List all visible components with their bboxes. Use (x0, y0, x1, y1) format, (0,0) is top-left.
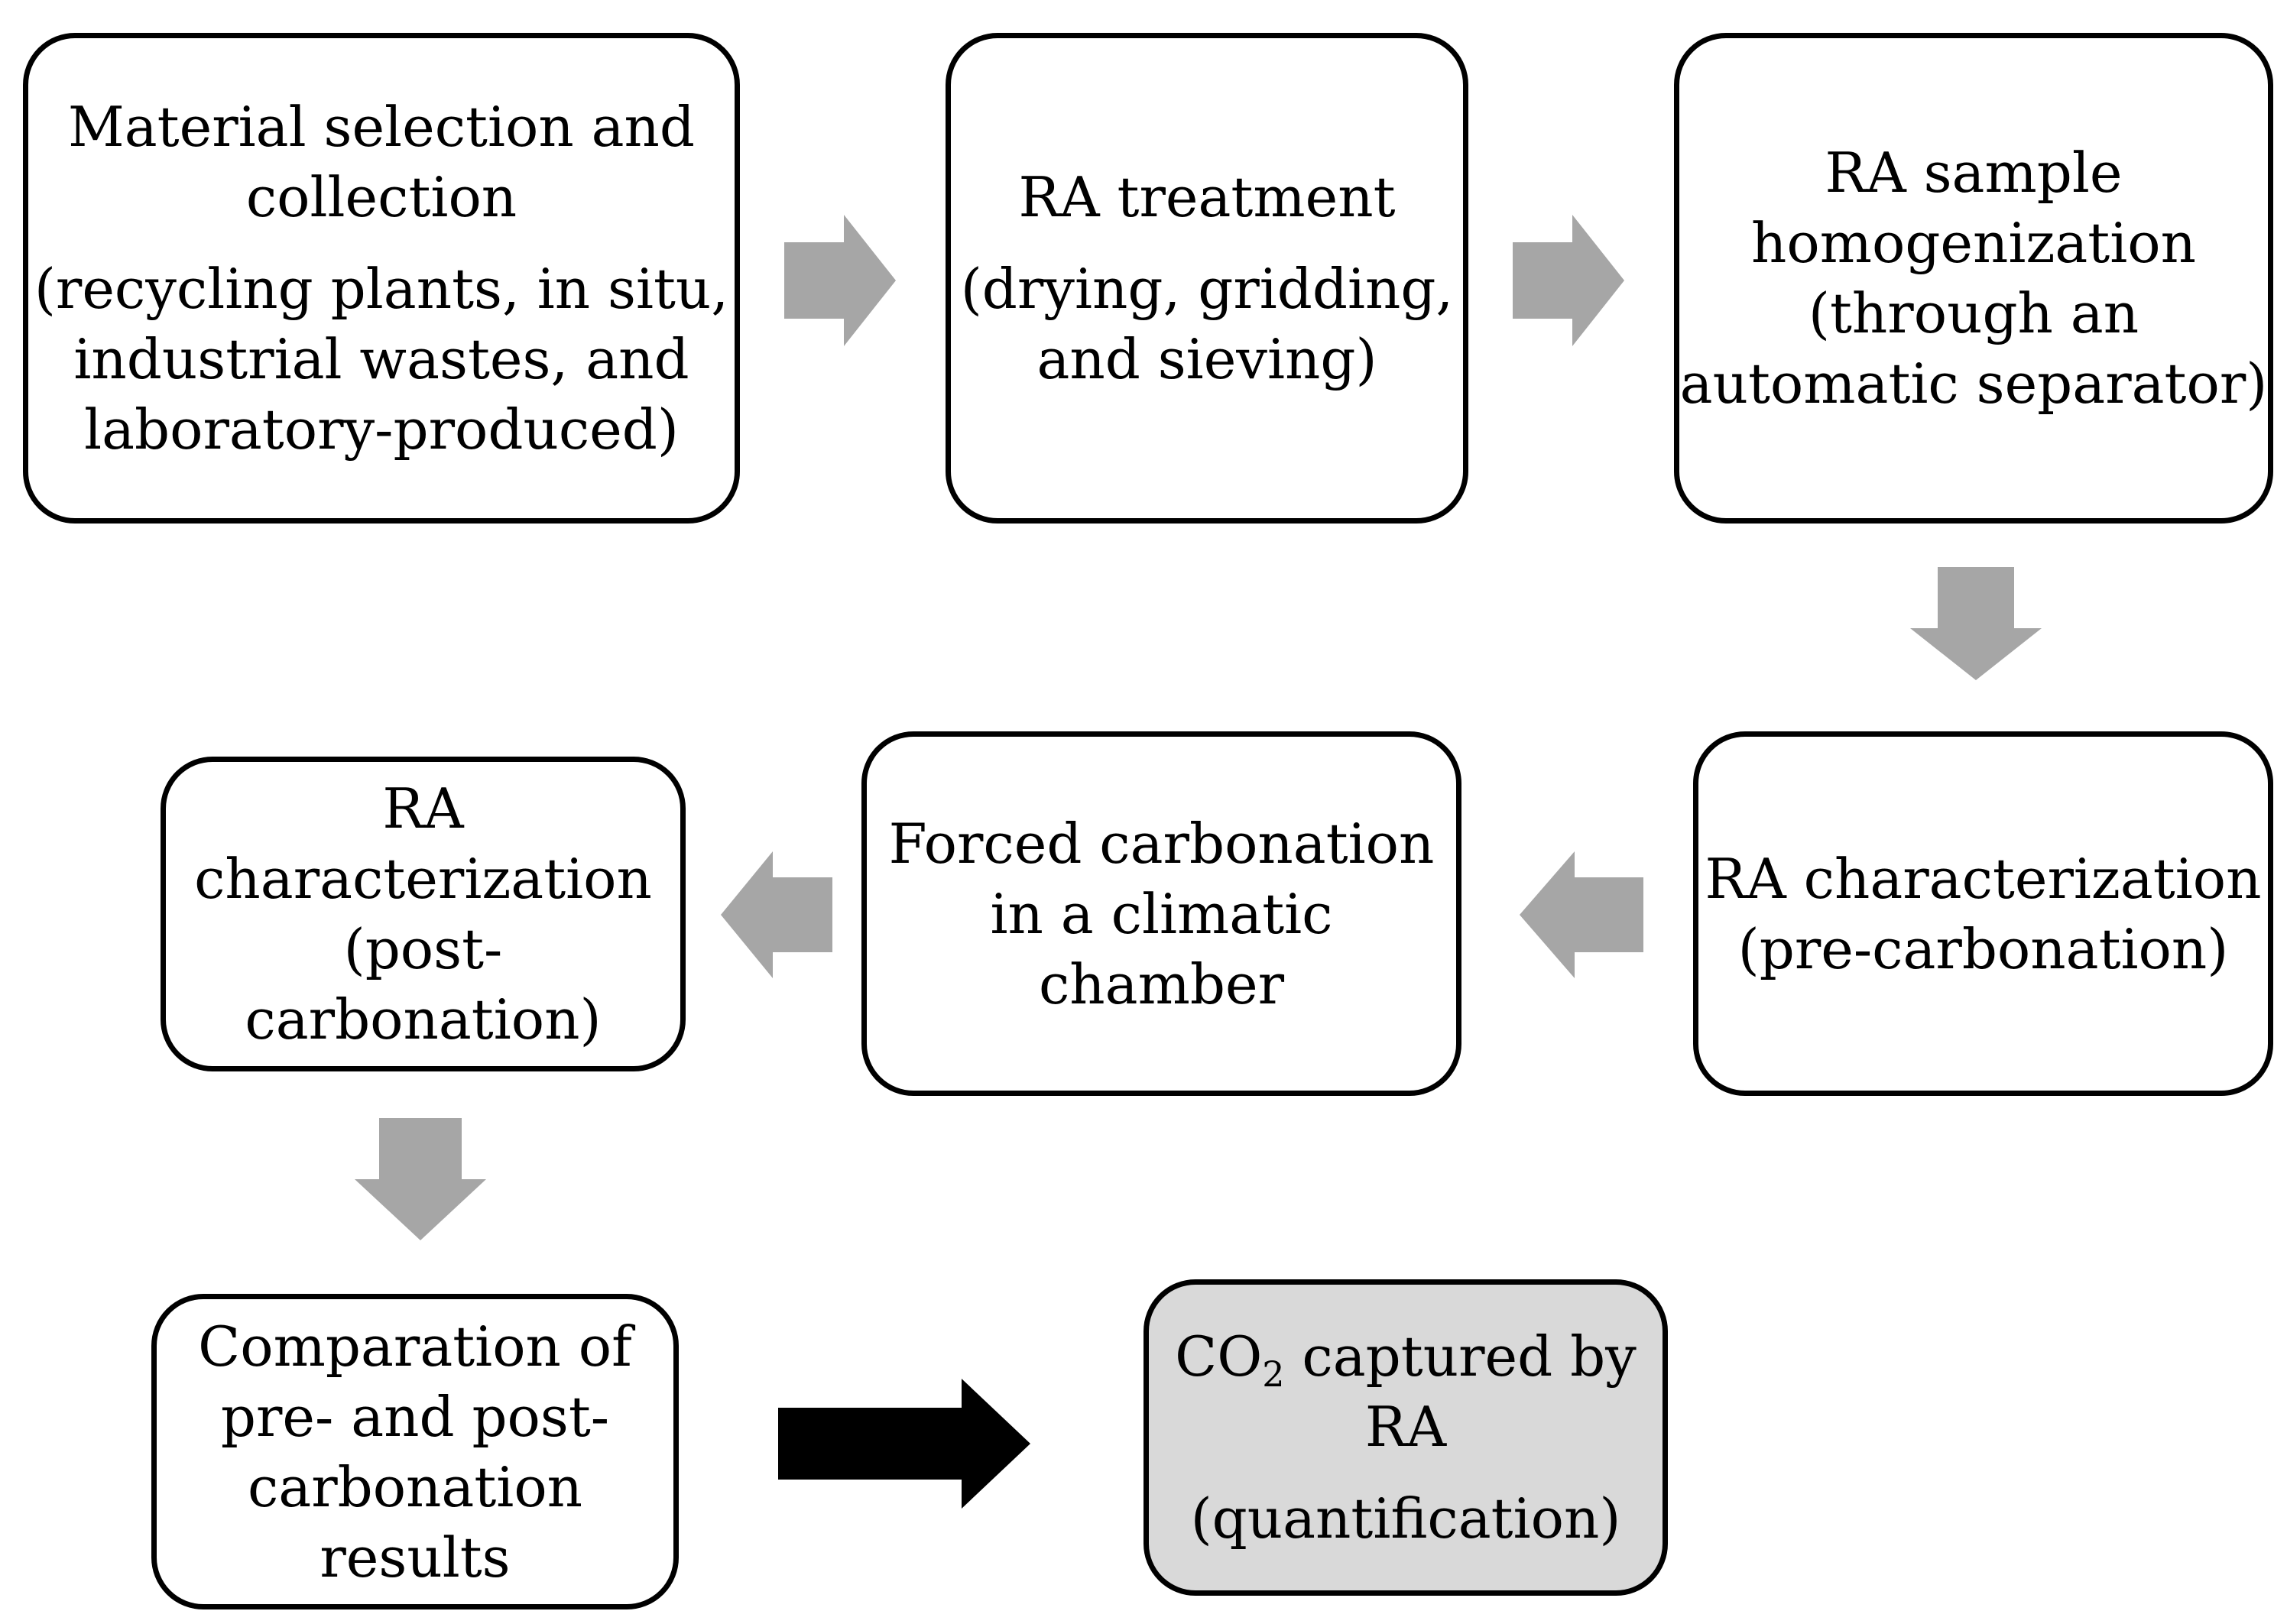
step-7-title-line-3: carbonation (247, 1454, 583, 1519)
step-pre-carbonation-characterization: RA characterization (pre-carbonation) (1693, 731, 2273, 1096)
step-1-detail-line-1: (recycling plants, in situ, (34, 257, 729, 321)
step-material-selection: Material selection and collection (recyc… (23, 33, 740, 524)
step-3-title-line-2: homogenization (1751, 211, 2196, 275)
arrow-step6-to-step7 (355, 1118, 486, 1240)
step-5-title-line-2: in a climatic (990, 881, 1333, 946)
step-5-title-line-1: Forced carbonation (888, 811, 1435, 876)
step-1-title-line-2: collection (245, 165, 517, 229)
step-6-title-line-1: RA (382, 776, 464, 841)
arrow-step1-to-step2 (784, 215, 896, 346)
step-3-detail-line-2: automatic separator) (1679, 352, 2268, 416)
result-title-line-2: RA (1364, 1395, 1447, 1459)
step-2-title-line-1: RA treatment (1018, 165, 1396, 229)
step-ra-treatment: RA treatment (drying, gridding, and siev… (946, 33, 1468, 524)
result-co2-captured: CO2 captured by RA (quantification) (1144, 1279, 1668, 1596)
step-3-detail-line-1: (through an (1808, 281, 2139, 345)
step-6-title-line-3: (post- (343, 917, 503, 981)
co2-label: CO (1175, 1324, 1263, 1389)
step-1-detail-line-3: laboratory-produced) (84, 397, 679, 462)
arrow-step5-to-step6 (721, 851, 832, 978)
arrow-step7-to-result (778, 1379, 1030, 1509)
step-4-detail-line-1: (pre-carbonation) (1737, 916, 2229, 981)
step-7-title-line-1: Comparation of (198, 1314, 632, 1379)
arrow-step2-to-step3 (1513, 215, 1624, 346)
step-post-carbonation-characterization: RA characterization (post- carbonation) (161, 757, 686, 1071)
step-6-title-line-2: characterization (194, 847, 652, 911)
result-detail: (quantification) (1190, 1486, 1621, 1551)
result-title-rest: captured by (1284, 1324, 1637, 1389)
step-7-title-line-4: results (320, 1525, 511, 1590)
step-4-title-line-1: RA characterization (1705, 846, 2262, 911)
step-3-title-line-1: RA sample (1825, 141, 2123, 205)
result-title-line-1: CO2 captured by (1175, 1321, 1637, 1392)
step-6-title-line-4: carbonation) (245, 987, 602, 1052)
step-2-detail-line-2: and sieving) (1036, 327, 1377, 391)
step-5-title-line-3: chamber (1038, 951, 1284, 1016)
step-2-detail-line-1: (drying, gridding, (960, 257, 1454, 321)
arrow-step3-to-step4 (1910, 567, 2042, 680)
step-forced-carbonation: Forced carbonation in a climatic chamber (861, 731, 1461, 1096)
step-1-detail-line-2: industrial wastes, and (73, 327, 689, 391)
co2-subscript: 2 (1262, 1353, 1285, 1395)
arrow-step4-to-step5 (1520, 851, 1643, 978)
step-sample-homogenization: RA sample homogenization (through an aut… (1674, 33, 2273, 524)
step-comparison-results: Comparation of pre- and post- carbonatio… (151, 1294, 679, 1609)
step-1-title-line-1: Material selection and (68, 95, 695, 159)
step-7-title-line-2: pre- and post- (220, 1384, 610, 1449)
